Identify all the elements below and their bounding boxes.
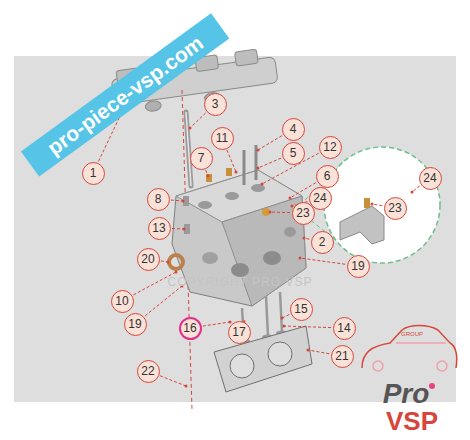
callout-number: 16 [179,317,202,340]
leader-line [172,228,184,229]
callout-number: 6 [316,165,339,188]
callout-number: 20 [137,248,160,271]
callout-text: 14 [337,322,350,334]
leader-line [160,376,186,386]
callout-number: 7 [190,147,213,170]
leader-tip [207,175,210,178]
leader-tip [411,191,414,194]
callout-number: 11 [211,127,234,150]
callout-number: 24 [419,167,442,190]
callout-text: 19 [128,318,141,330]
callout-text: 7 [198,152,205,164]
leader-tip [185,385,188,388]
leader-tip [175,271,178,274]
leader-line [227,150,236,172]
callout-text: 11 [216,132,228,144]
callout-number: 12 [319,136,342,159]
callout-number: 4 [282,118,305,141]
leader-tip [235,171,238,174]
callout-number: 21 [331,345,354,368]
callout-text: 13 [152,222,165,234]
head-bolt-highlight [186,112,191,186]
callout-text: 2 [319,236,326,248]
leader-line [258,136,282,150]
callout-number: 3 [204,93,227,116]
leader-line [284,326,331,328]
callout-number: 19 [347,255,370,278]
callout-number: 23 [384,197,407,220]
leader-tip [182,200,185,203]
leader-tip [257,167,260,170]
leader-tip [183,228,186,231]
leader-tip [167,261,170,264]
leader-tip [261,183,264,186]
callout-text: 6 [324,170,331,182]
callout-text: 8 [155,193,162,205]
leader-tip [303,237,306,240]
leader-line [308,350,329,354]
callout-number: 19 [124,313,147,336]
leader-tip [299,257,302,260]
leader-tip [189,127,192,130]
small-parts [183,145,256,234]
callout-number: 17 [228,321,251,344]
callout-text: 19 [351,260,364,272]
callout-number: 8 [147,188,170,211]
leader-tip [307,349,310,352]
callout-number: 22 [137,360,160,383]
callout-text: 20 [141,253,154,265]
leader-line [171,200,183,202]
leader-line [372,204,382,206]
callout-text: 24 [313,192,326,204]
copyright-watermark: COPYRIGHT PRO VSP [168,276,313,288]
callout-text: 22 [141,365,154,377]
callout-number: 5 [282,142,305,165]
leader-line [258,158,281,168]
leader-tip [289,197,292,200]
callout-number: 10 [111,290,134,313]
oil-seal [169,255,183,269]
logo-pro: Pro [383,380,430,408]
leader-tip [269,211,272,214]
callout-text: 10 [115,295,128,307]
callout-text: 21 [335,350,348,362]
callout-text: 3 [212,98,219,110]
leader-line [145,286,182,316]
leader-line [190,113,206,128]
leader-line [270,212,290,214]
logo-vsp: VSP [386,408,438,434]
head-bolt [186,112,191,186]
leader-line [300,258,345,264]
callout-text: 15 [294,303,307,315]
leader-tip [257,149,260,152]
callout-text: 5 [290,147,297,159]
leader-tip [283,325,286,328]
leader-line [203,322,230,326]
callout-text: 4 [290,123,297,135]
leader-tip [371,203,374,206]
callout-text: 16 [183,322,196,334]
callout-text: 24 [423,172,436,184]
callout-text: 12 [323,141,336,153]
detail-inset [300,147,440,263]
callout-text: 23 [296,207,309,219]
callout-number: 23 [292,202,315,225]
callout-text: 1 [90,167,97,179]
leader-tip [281,317,284,320]
callout-number: 15 [290,298,313,321]
callout-number: 2 [311,231,334,254]
logo-group: GROUP [401,331,423,337]
callout-text: 17 [232,326,245,338]
callout-number: 1 [82,162,105,185]
callout-number: 13 [148,217,171,240]
callout-text: 23 [388,202,401,214]
callout-number: 14 [333,317,356,340]
